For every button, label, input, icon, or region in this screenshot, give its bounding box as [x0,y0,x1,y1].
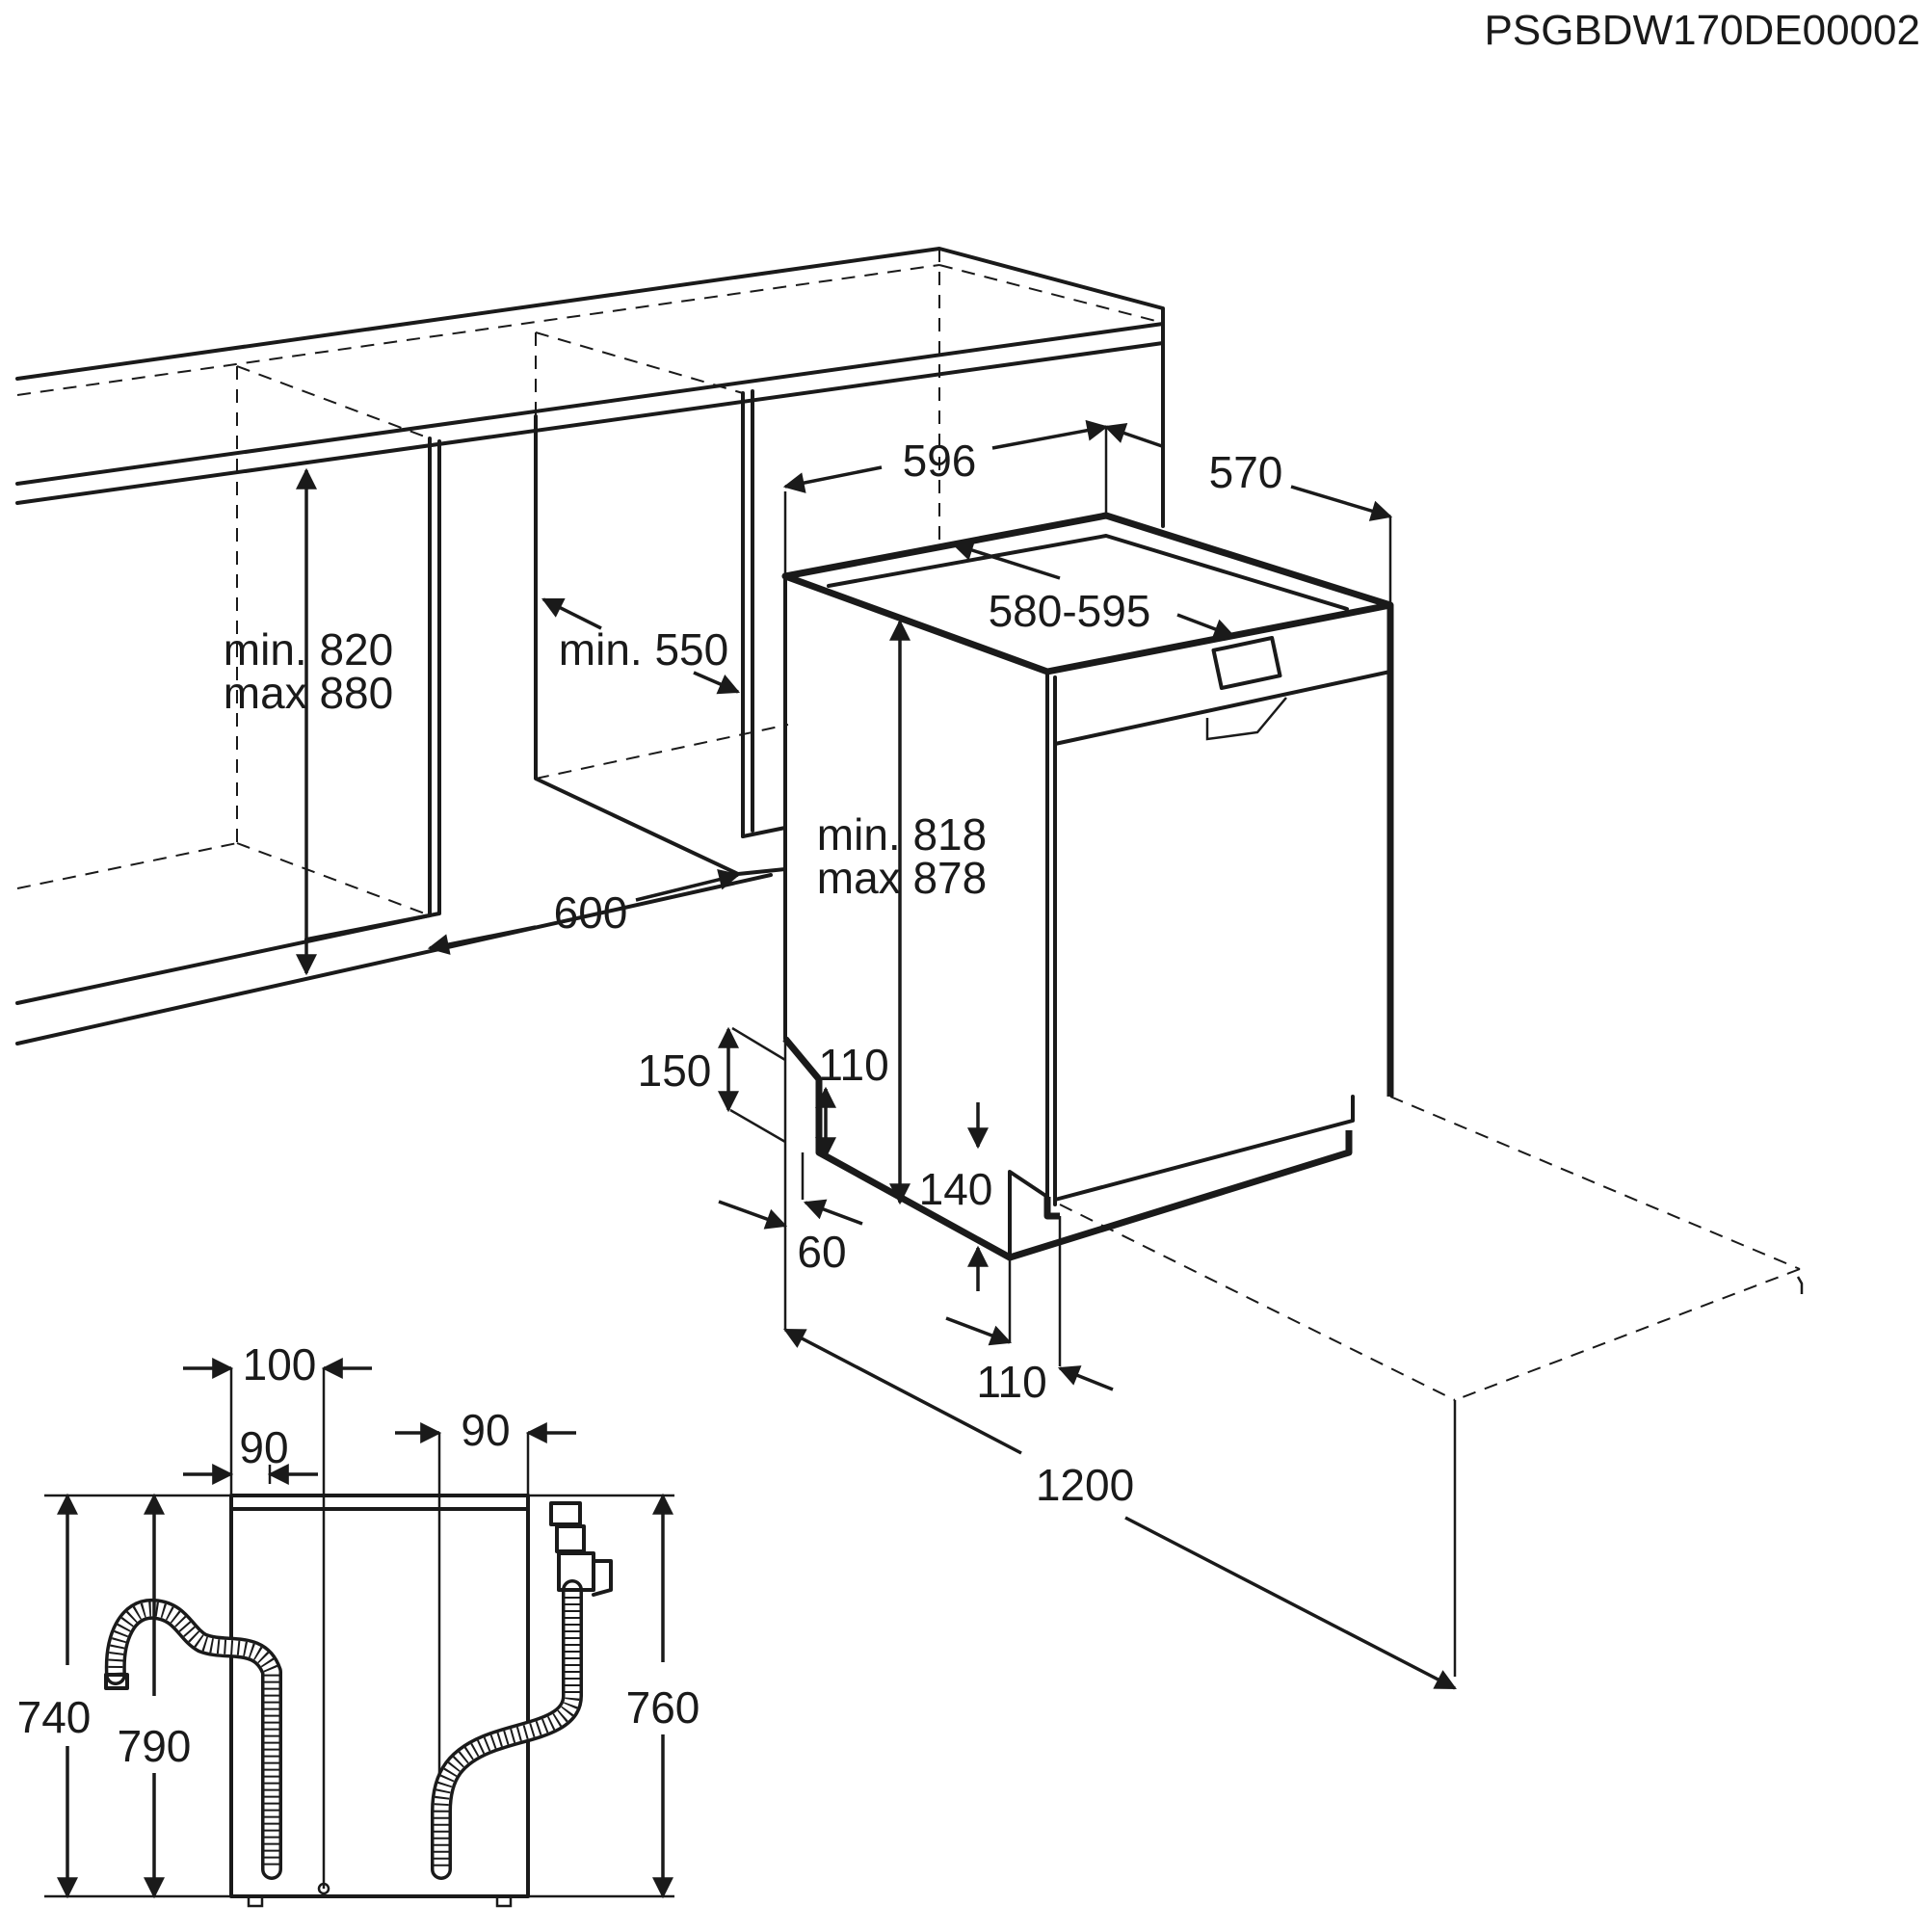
countertop [15,247,1165,544]
rear-view [104,1368,613,1908]
label-plinth-60: 60 [797,1227,846,1277]
dimension-lines [296,419,1457,1690]
rear-view-dimensions [44,1358,674,1899]
door-swing-outline [1059,1096,1804,1677]
label-appliance-height-min: min. 818 [817,809,987,860]
label-rear-100: 100 [243,1339,317,1389]
plinth-recess [782,1036,1353,1261]
label-rear-90-right: 90 [461,1405,510,1455]
label-rear-790: 790 [118,1721,192,1771]
label-niche-depth: min. 550 [559,624,728,675]
label-plinth-140: 140 [919,1164,993,1214]
right-cabinet [534,331,789,876]
label-plinth-110-horizontal: 110 [976,1357,1046,1407]
label-plinth-110-vertical: 110 [818,1040,888,1090]
label-rear-90-left: 90 [239,1422,288,1472]
left-cabinet [15,365,773,1045]
label-niche-height-max: max 880 [224,668,393,718]
label-door-swing: 1200 [1036,1460,1134,1510]
label-rear-760: 760 [626,1682,700,1733]
label-appliance-depth: 570 [1209,447,1283,497]
label-rear-740: 740 [17,1692,92,1742]
document-code: PSGBDW170DE00002 [1485,7,1920,54]
label-appliance-height-max: max 878 [817,853,987,903]
label-niche-height-min: min. 820 [224,624,393,675]
label-plinth-150: 150 [638,1045,712,1096]
label-niche-width: 600 [554,887,628,938]
label-appliance-width: 596 [903,436,977,486]
label-top-depth: 580-595 [989,586,1151,636]
